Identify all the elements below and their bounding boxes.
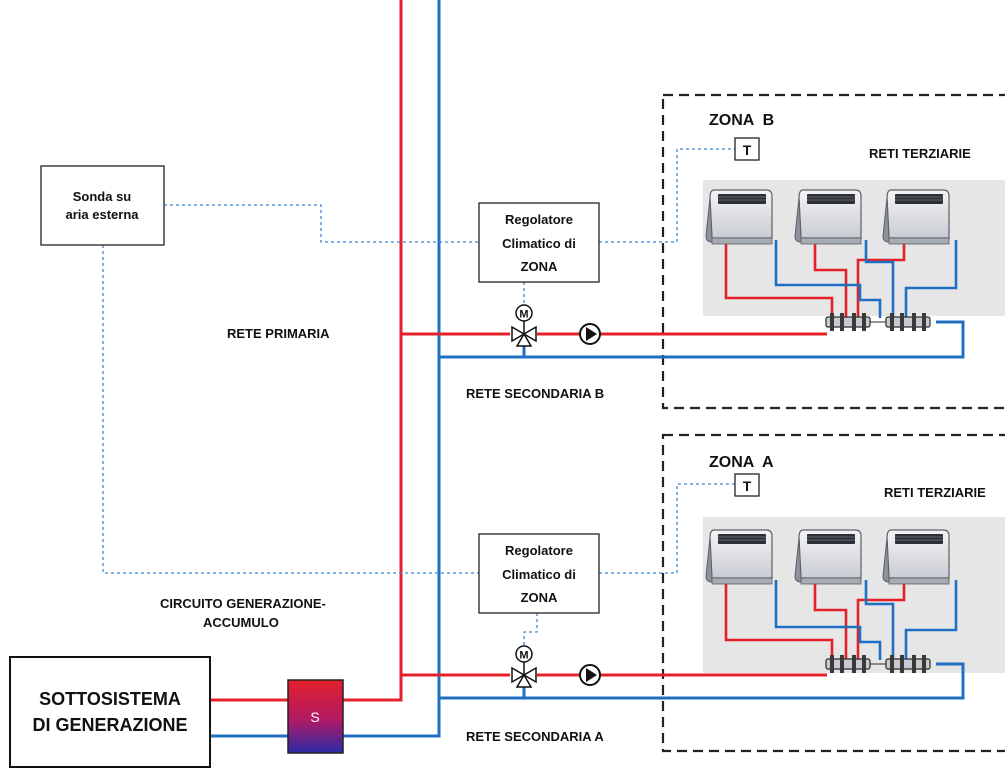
outdoor-sensor-box (40, 165, 165, 246)
zone-b-fan-coil-units (705, 189, 950, 245)
zone-a-three-way-valve-icon (511, 662, 537, 688)
motor-label: M (519, 650, 528, 662)
zone-b-controller-label-line-2: Climatico di (502, 236, 576, 251)
zone-b-frame (661, 93, 1005, 410)
fan-coil-unit-icon (705, 529, 773, 585)
zone-b-pump-icon (579, 323, 601, 345)
zone-b-secondary-network-label: RETE SECONDARIA B (466, 386, 604, 401)
fan-coil-unit-icon (882, 189, 950, 245)
zone-a-controller-label-line-1: Regolatore (505, 543, 573, 558)
fan-coil-unit-icon (794, 529, 862, 585)
zone-a-thermostat-icon: T (734, 473, 760, 497)
thermostat-label: T (743, 478, 752, 494)
zone-a-controller-label-line-3: ZONA (521, 590, 558, 605)
zone-b-tertiary-network-label: RETI TERZIARIE (869, 146, 971, 161)
zone-b-title: ZONA B (709, 112, 774, 129)
zone-a-tertiary-network-label: RETI TERZIARIE (884, 485, 986, 500)
zone-a-motor-actuator-icon: M (515, 645, 533, 663)
storage-label: S (310, 709, 319, 725)
control-lines (102, 148, 735, 653)
fan-coil-unit-icon (794, 189, 862, 245)
zone-b-controller-label-line-1: Regolatore (505, 212, 573, 227)
zone-a-title: ZONA A (709, 454, 774, 471)
zone-a-controller-box (478, 533, 600, 614)
fan-coil-unit-icon (705, 189, 773, 245)
storage-return-pipe (343, 698, 441, 738)
zone-b-thermostat-icon: T (734, 137, 760, 161)
generation-circuit-label-line-1: CIRCUITO GENERAZIONE- (160, 596, 326, 611)
generation-subsystem-box (9, 656, 211, 768)
sensor-label-line-1: Sonda su (73, 189, 132, 204)
generation-subsystem-label-line-2: DI GENERAZIONE (32, 715, 187, 735)
zone-b-controller-box (478, 202, 600, 283)
zone-a-controller-label-line-2: Climatico di (502, 567, 576, 582)
zone-a-fan-coil-units (705, 529, 950, 585)
zone-a-pump-icon (579, 664, 601, 686)
storage-supply-pipe (343, 675, 403, 702)
generation-circuit-label-line-2: ACCUMULO (203, 615, 279, 630)
motor-label: M (519, 309, 528, 321)
zone-b-three-way-valve-icon (511, 321, 537, 347)
zone-a-secondary-network-label: RETE SECONDARIA A (466, 729, 604, 744)
storage-tank (287, 679, 344, 754)
primary-network-label: RETE PRIMARIA (227, 326, 330, 341)
zone-b-controller-label-line-3: ZONA (521, 259, 558, 274)
thermostat-label: T (743, 142, 752, 158)
zone-b-motor-actuator-icon: M (515, 304, 533, 322)
generation-subsystem-label-line-1: SOTTOSISTEMA (39, 689, 181, 709)
sensor-label-line-2: aria esterna (66, 207, 140, 222)
fan-coil-unit-icon (882, 529, 950, 585)
zone-a-frame (661, 433, 1005, 753)
